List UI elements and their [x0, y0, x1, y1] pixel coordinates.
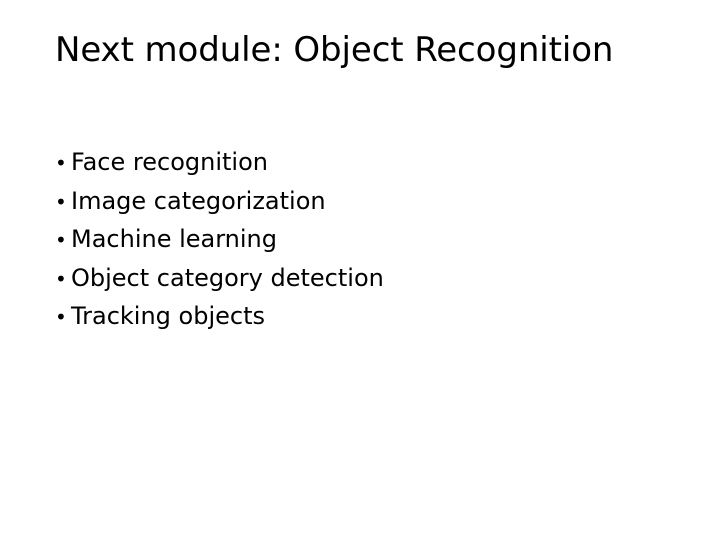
bullet-dot-icon: • — [55, 228, 67, 252]
list-item: • Image categorization — [55, 183, 675, 222]
bullet-dot-icon: • — [55, 305, 67, 329]
bullet-dot-icon: • — [55, 189, 67, 214]
list-item: • Face recognition — [55, 144, 675, 183]
list-item-label: Face recognition — [71, 148, 268, 176]
list-item-label: Tracking objects — [71, 302, 266, 330]
bullet-list: • Face recognition • Image categorizatio… — [55, 144, 675, 337]
list-item-label: Machine learning — [71, 225, 278, 253]
bullet-dot-icon: • — [55, 151, 67, 175]
list-item-label: Image categorization — [71, 186, 326, 215]
list-item: • Machine learning — [55, 221, 675, 260]
bullet-dot-icon: • — [55, 266, 67, 291]
list-item-label: Object category detection — [71, 263, 384, 292]
list-item: • Tracking objects — [55, 298, 675, 337]
page-title: Next module: Object Recognition — [55, 30, 614, 70]
list-item: • Object category detection — [55, 260, 675, 299]
